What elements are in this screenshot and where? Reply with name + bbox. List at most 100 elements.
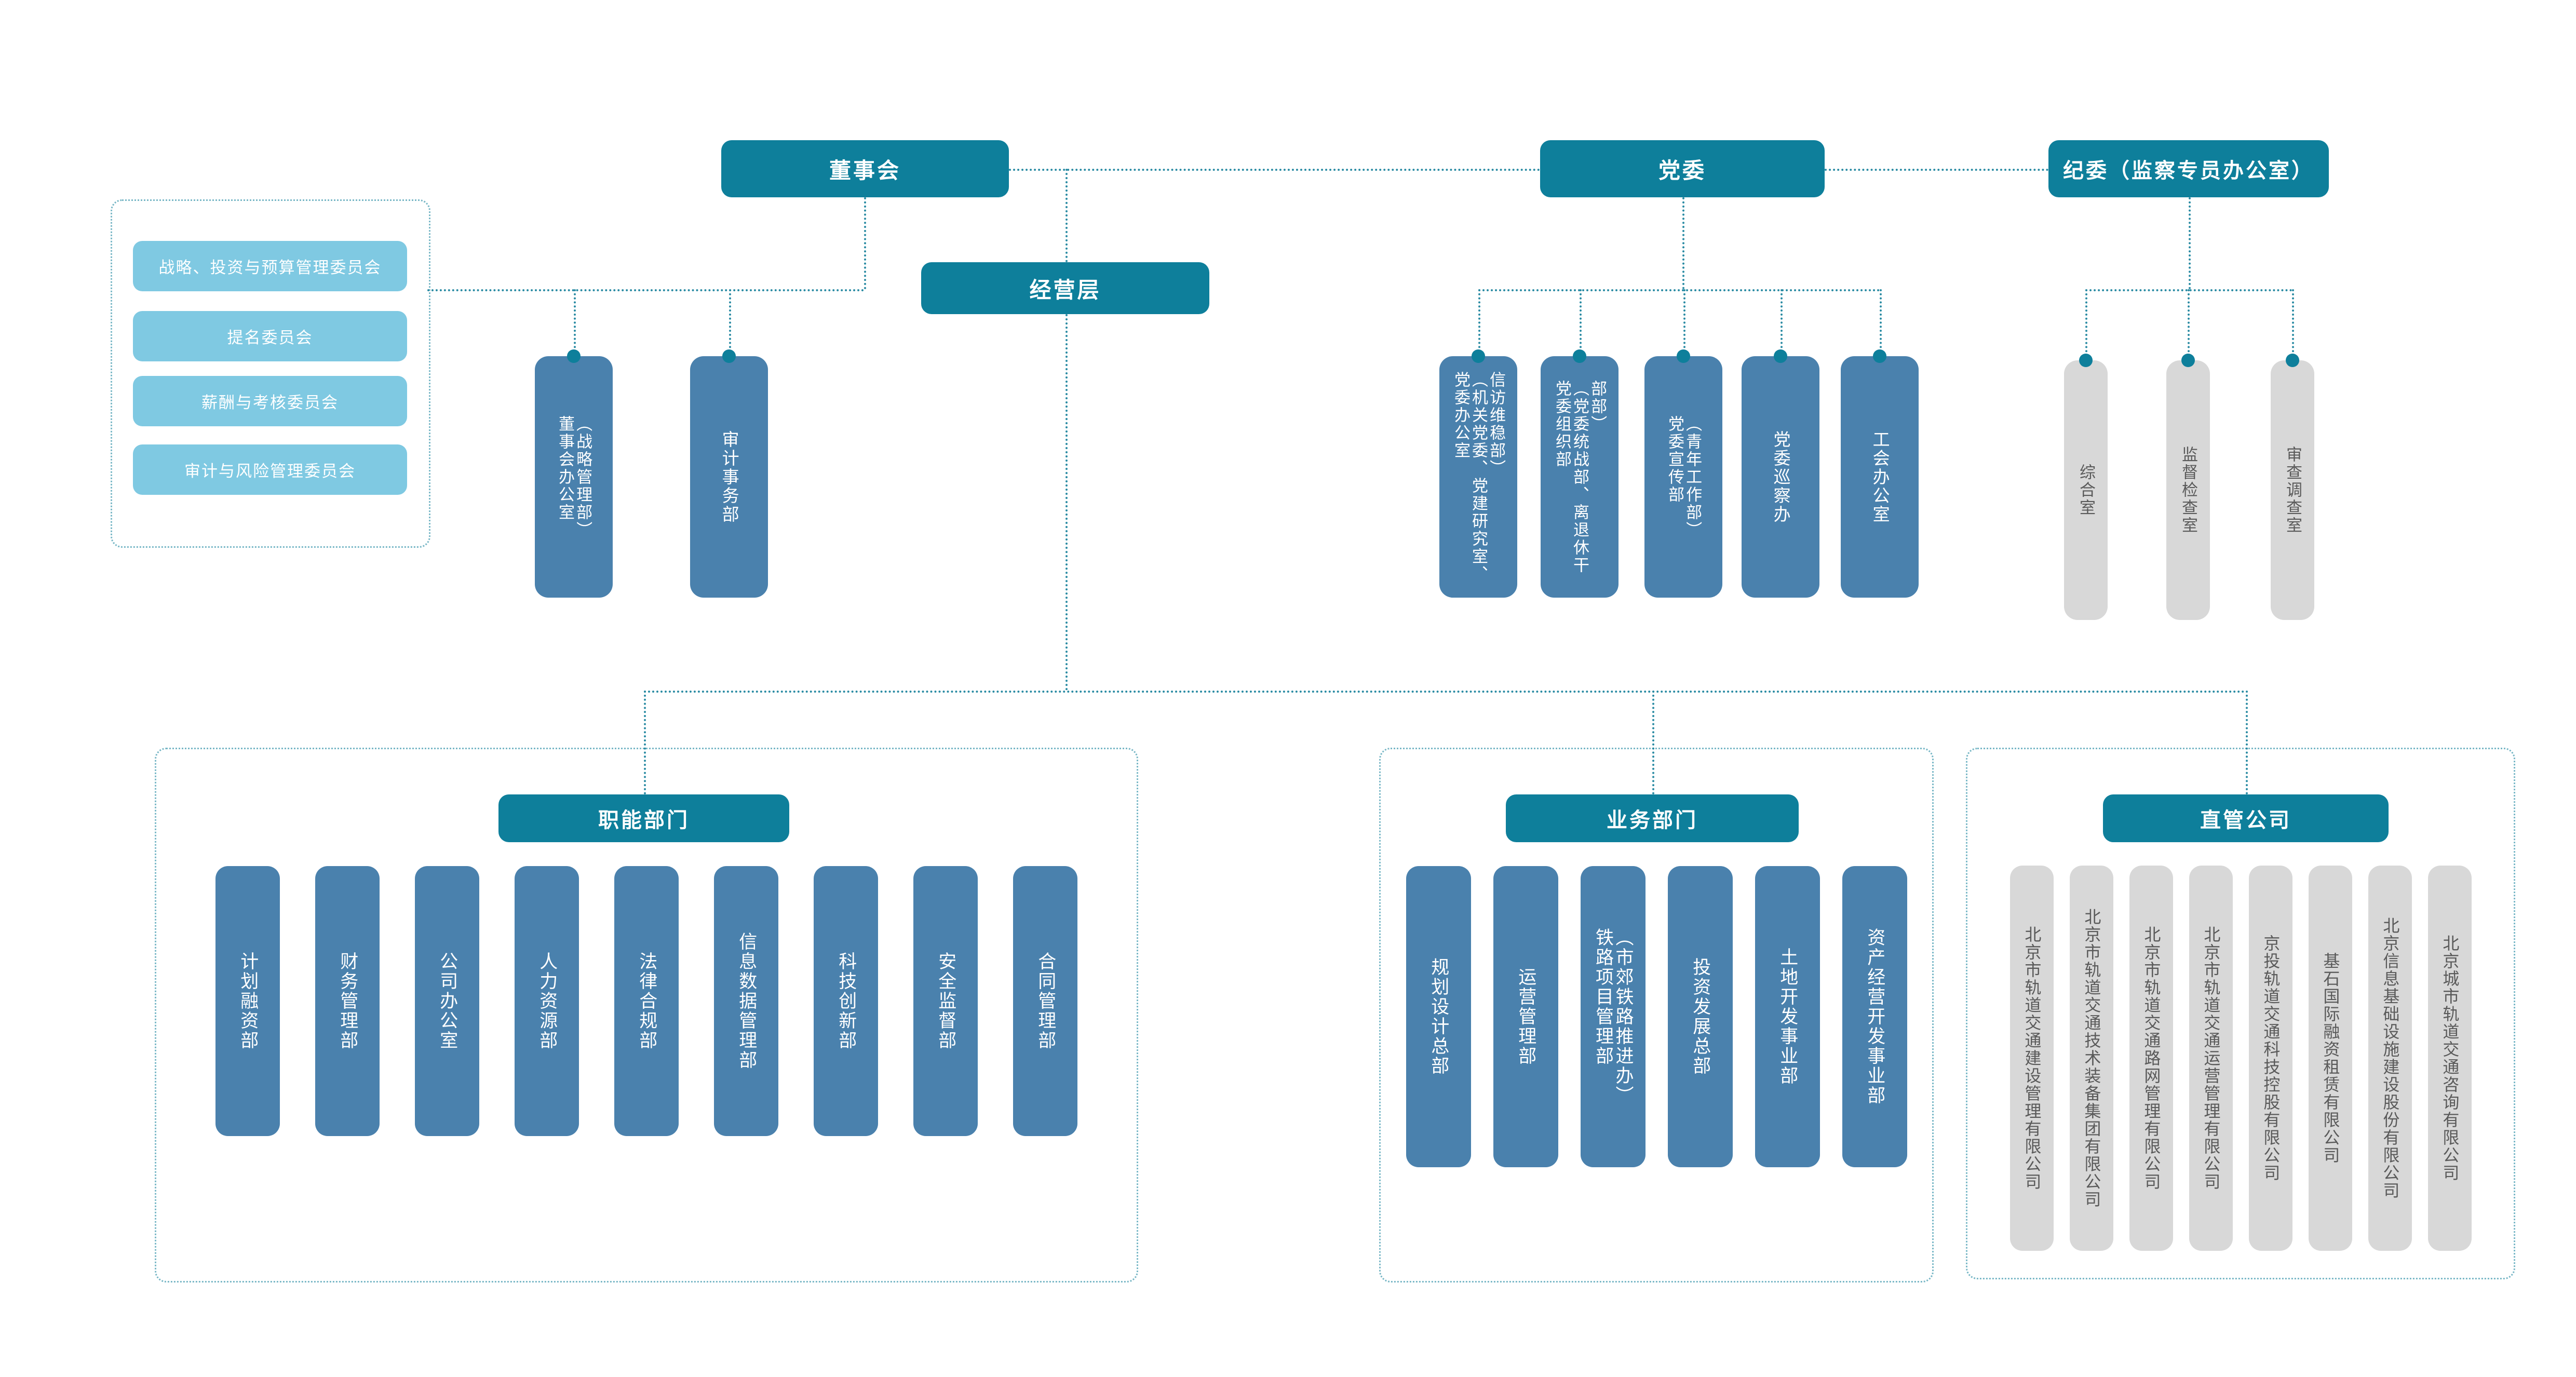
connector-line: [2292, 289, 2294, 360]
dept-label: 信息数据管理部: [736, 932, 757, 1070]
discipline-committee-box: 纪委（监察专员办公室）: [2048, 140, 2329, 197]
company-box: 北京市轨道交通运营管理有限公司: [2189, 866, 2233, 1251]
discipline-label: 纪委（监察专员办公室）: [2063, 159, 2314, 182]
discipline-office-box: 审查调查室: [2271, 360, 2314, 620]
committee-label: 战略、投资与预算管理委员会: [158, 259, 382, 277]
connector-line: [427, 289, 864, 291]
dept-box: 信息数据管理部: [714, 866, 778, 1136]
dept-label: 合同管理部: [1035, 952, 1056, 1050]
companies-title: 直管公司: [2200, 809, 2291, 832]
business-section: 规划设计总部 运营管理部 铁路项目管理部 （市郊铁路推进办） 投资发展总部 土地…: [1379, 748, 1934, 1282]
dept-label: 财务管理部: [338, 952, 358, 1050]
functional-section: 计划融资部 财务管理部 公司办公室 人力资源部 法律合规部 信息数据管理部 科技…: [155, 748, 1138, 1282]
business-dept-box: 规划设计总部: [1406, 866, 1471, 1167]
connector-line: [574, 289, 576, 356]
business-row: 规划设计总部 运营管理部 铁路项目管理部 （市郊铁路推进办） 投资发展总部 土地…: [1381, 866, 1932, 1167]
connector-line: [1683, 289, 1685, 356]
company-label: 北京信息基础设施建设股份有限公司: [2381, 917, 2400, 1199]
dept-label: 科技创新部: [836, 952, 857, 1050]
connector-line: [2246, 691, 2248, 794]
companies-row: 北京市轨道交通建设管理有限公司 北京市轨道交通技术装备集团有限公司 北京市轨道交…: [1967, 866, 2514, 1251]
board-office-label: 董事会办公室 （战略管理部）: [556, 415, 592, 539]
business-header: 业务部门: [1506, 794, 1799, 842]
company-label: 北京市轨道交通路网管理有限公司: [2142, 926, 2161, 1191]
discipline-office-label: 监督检查室: [2179, 446, 2198, 534]
companies-header: 直管公司: [2103, 794, 2389, 842]
business-dept-box: 投资发展总部: [1667, 866, 1733, 1167]
business-dept-label: 规划设计总部: [1428, 957, 1449, 1076]
company-box: 基石国际融资租赁有限公司: [2308, 866, 2352, 1251]
connector-line: [1825, 169, 2048, 171]
company-box: 北京市轨道交通建设管理有限公司: [2009, 866, 2054, 1251]
committee-item: 提名委员会: [133, 311, 407, 361]
functional-row: 计划融资部 财务管理部 公司办公室 人力资源部 法律合规部 信息数据管理部 科技…: [156, 866, 1137, 1136]
dept-label: 人力资源部: [537, 952, 558, 1050]
companies-section: 北京市轨道交通建设管理有限公司 北京市轨道交通技术装备集团有限公司 北京市轨道交…: [1966, 748, 2515, 1279]
party-office-label: 党委办公室 （机关党委、党建研究室、 信访维稳部）: [1451, 371, 1506, 583]
party-office-label: 党委组织部 （党委统战部、离退休干 部部）: [1553, 380, 1607, 574]
functional-title: 职能部门: [598, 809, 690, 832]
connector-line: [2189, 197, 2191, 289]
connector-line: [1682, 197, 1684, 289]
connector-line: [1009, 169, 1540, 171]
connector-line: [2085, 289, 2087, 360]
connector-line: [644, 691, 646, 794]
business-title: 业务部门: [1607, 809, 1698, 832]
party-office-box: 党委宣传部 （青年工作部）: [1644, 356, 1722, 598]
board-office-box: 审计事务部: [690, 356, 768, 598]
party-office-box: 工会办公室: [1841, 356, 1919, 598]
party-office-box: 党委办公室 （机关党委、党建研究室、 信访维稳部）: [1439, 356, 1517, 598]
discipline-office-label: 综合室: [2077, 464, 2096, 517]
connector-line: [1478, 289, 1480, 356]
business-dept-box: 运营管理部: [1493, 866, 1558, 1167]
dept-box: 人力资源部: [515, 866, 579, 1136]
business-dept-label: 资产经营开发事业部: [1865, 928, 1885, 1105]
party-office-label: 党委宣传部 （青年工作部）: [1666, 415, 1702, 539]
company-box: 北京市轨道交通路网管理有限公司: [2129, 866, 2173, 1251]
committee-item: 审计与风险管理委员会: [133, 444, 407, 495]
dept-box: 安全监督部: [913, 866, 978, 1136]
company-label: 基石国际融资租赁有限公司: [2321, 952, 2340, 1164]
party-committee-box: 党委: [1540, 140, 1825, 197]
committee-label: 提名委员会: [227, 329, 313, 347]
discipline-office-box: 综合室: [2064, 360, 2108, 620]
party-label: 党委: [1658, 158, 1706, 183]
company-label: 京投轨道交通科技控股有限公司: [2261, 935, 2281, 1182]
dept-box: 法律合规部: [614, 866, 679, 1136]
company-label: 北京市轨道交通建设管理有限公司: [2022, 926, 2042, 1191]
committees-panel: 战略、投资与预算管理委员会 提名委员会 薪酬与考核委员会 审计与风险管理委员会: [111, 199, 430, 548]
company-label: 北京市轨道交通技术装备集团有限公司: [2082, 908, 2101, 1208]
company-box: 北京信息基础设施建设股份有限公司: [2368, 866, 2412, 1251]
board-label: 董事会: [829, 158, 901, 183]
business-dept-box: 铁路项目管理部 （市郊铁路推进办）: [1580, 866, 1646, 1167]
dept-label: 计划融资部: [238, 952, 259, 1050]
connector-line: [1580, 289, 1582, 356]
board-box: 董事会: [721, 140, 1009, 197]
discipline-office-box: 监督检查室: [2166, 360, 2210, 620]
board-office-label: 审计事务部: [720, 430, 739, 524]
connector-line: [864, 197, 866, 289]
company-box: 北京市轨道交通技术装备集团有限公司: [2069, 866, 2113, 1251]
committee-item: 薪酬与考核委员会: [133, 376, 407, 426]
committee-label: 薪酬与考核委员会: [201, 394, 339, 412]
connector-line: [2188, 289, 2190, 360]
party-office-label: 工会办公室: [1870, 430, 1890, 524]
connector-line: [644, 691, 2246, 693]
business-dept-label: 土地开发事业部: [1777, 948, 1798, 1086]
management-label: 经营层: [1029, 277, 1101, 302]
committee-label: 审计与风险管理委员会: [184, 462, 356, 480]
discipline-office-label: 审查调查室: [2284, 446, 2302, 534]
connector-line: [1478, 289, 1880, 291]
party-office-box: 党委巡察办: [1742, 356, 1819, 598]
connector-line: [729, 289, 731, 356]
dept-box: 计划融资部: [215, 866, 280, 1136]
dept-box: 合同管理部: [1013, 866, 1077, 1136]
connector-line: [1781, 289, 1783, 356]
management-box: 经营层: [921, 262, 1209, 314]
business-dept-box: 土地开发事业部: [1755, 866, 1820, 1167]
company-box: 京投轨道交通科技控股有限公司: [2248, 866, 2292, 1251]
connector-line: [1066, 314, 1068, 691]
connector-line: [1066, 169, 1068, 262]
dept-box: 科技创新部: [814, 866, 878, 1136]
